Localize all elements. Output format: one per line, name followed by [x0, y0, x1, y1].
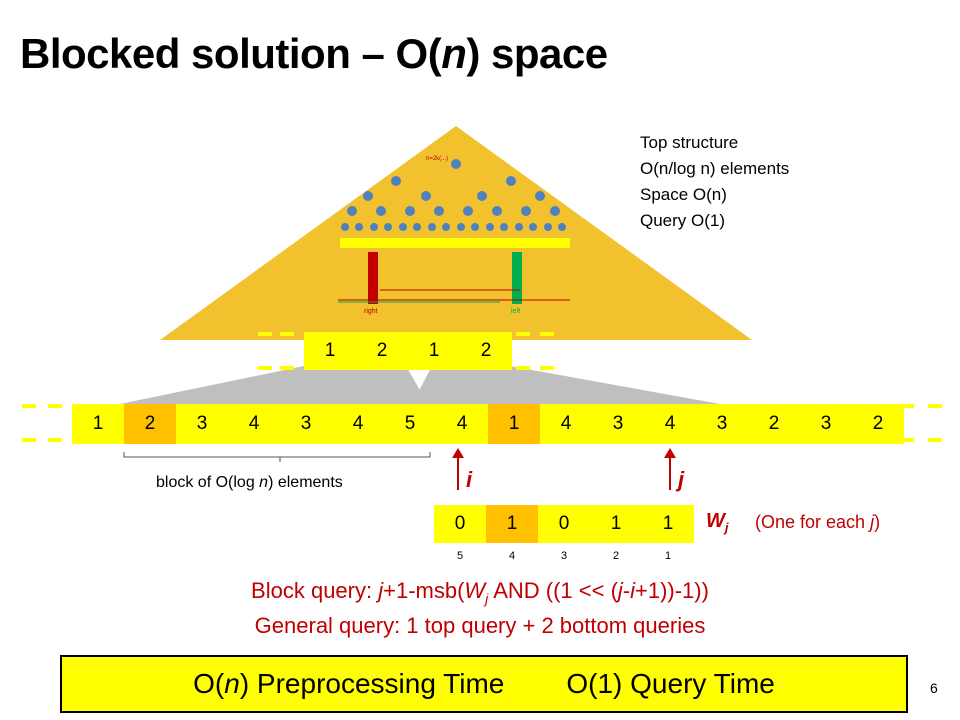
main-array-dashes-right — [900, 404, 950, 444]
wj-note: (One for each j) — [755, 512, 881, 532]
wj-index-0: 5 — [456, 550, 464, 562]
svg-text:n=2k(...): n=2k(...) — [426, 156, 448, 162]
main-array-cell-2: 3 — [176, 404, 228, 444]
main-array-cell-15: 2 — [852, 404, 904, 444]
wj-index-2: 3 — [560, 550, 568, 562]
top-array-cell-1: 2 — [356, 332, 408, 370]
main-array-cell-7: 4 — [436, 404, 488, 444]
mini-tree-figure: n=2k(...) right left — [338, 156, 570, 315]
tree-left-label: left — [511, 308, 520, 315]
wj-cell-2: 0 — [538, 505, 590, 543]
slide-title: Blocked solution – O(n) space — [20, 30, 608, 77]
main-array-cell-6: 5 — [384, 404, 436, 444]
top-info-line-1: Top structure — [640, 133, 739, 152]
main-array-cell-13: 2 — [748, 404, 800, 444]
wj-index-3: 2 — [612, 550, 620, 562]
page-number: 6 — [930, 680, 938, 696]
wj-index-4: 1 — [664, 550, 672, 562]
main-array-cell-8: 1 — [488, 404, 540, 444]
top-info-line-2: O(n/log n) elements — [640, 159, 790, 178]
wj-label: Wj — [706, 510, 729, 535]
top-array-cell-3: 2 — [460, 332, 512, 370]
wj-cell-3: 1 — [590, 505, 642, 543]
wj-cell-1: 1 — [486, 505, 538, 543]
main-array-cell-12: 3 — [696, 404, 748, 444]
top-array-cell-0: 1 — [304, 332, 356, 370]
query-time-text: O(1) Query Time — [566, 668, 775, 699]
top-info-line-3: Space O(n) — [640, 185, 727, 204]
general-query-text: General query: 1 top query + 2 bottom qu… — [254, 613, 706, 638]
top-info-line-4: Query O(1) — [640, 211, 726, 230]
preprocessing-time-text: O(n) Preprocessing Time — [193, 668, 505, 699]
main-array-cell-3: 4 — [228, 404, 280, 444]
top-array-cell-2: 1 — [408, 332, 460, 370]
top-array-dashes-right — [516, 332, 556, 372]
main-array-cell-11: 4 — [644, 404, 696, 444]
tree-right-label: right — [364, 308, 378, 315]
main-array-cell-10: 3 — [592, 404, 644, 444]
main-array-dashes-left — [22, 404, 72, 444]
main-array-cell-5: 4 — [332, 404, 384, 444]
pointer-j-label: j — [678, 467, 685, 492]
main-array-cell-14: 3 — [800, 404, 852, 444]
pointer-i-label: i — [466, 467, 473, 492]
block-query-text: Block query: j+1-msb(Wj AND ((1 << (j-i+… — [251, 578, 709, 607]
top-array-dashes-left — [258, 332, 298, 372]
main-array-cell-0: 1 — [72, 404, 124, 444]
block-label: block of O(log n) elements — [156, 474, 343, 491]
wj-index-1: 4 — [508, 550, 516, 562]
wj-cell-4: 1 — [642, 505, 694, 543]
main-array-cell-1: 2 — [124, 404, 176, 444]
main-array-cell-9: 4 — [540, 404, 592, 444]
top-structure-info: Top structure O(n/log n) elements Space … — [640, 130, 789, 234]
complexity-summary-box: O(n) Preprocessing Time O(1) Query Time — [60, 655, 908, 713]
main-array-cell-4: 3 — [280, 404, 332, 444]
wj-cell-0: 0 — [434, 505, 486, 543]
